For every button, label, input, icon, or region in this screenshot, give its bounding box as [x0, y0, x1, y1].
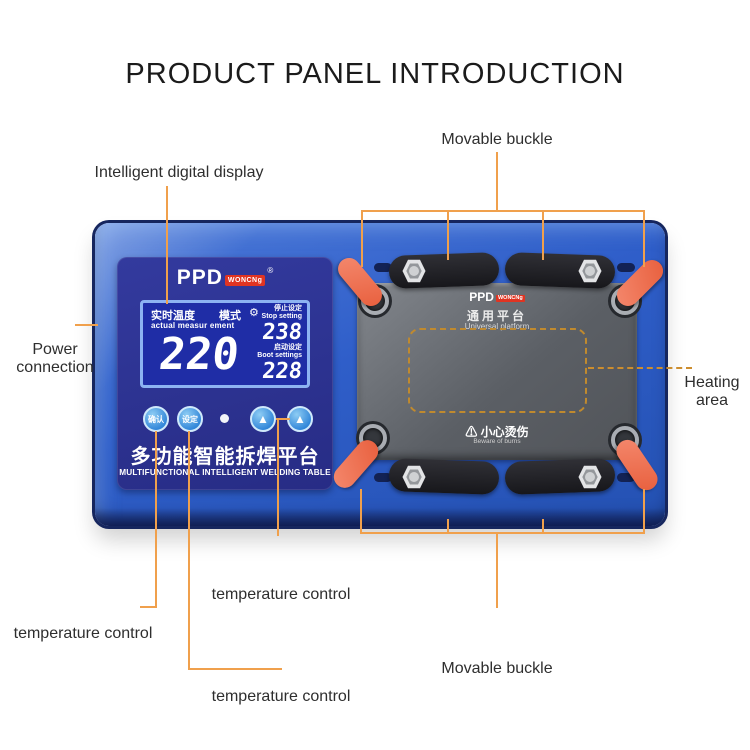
rail-slot	[374, 473, 392, 482]
panel-title-cn: 多功能智能拆焊平台	[130, 446, 320, 468]
confirm-button: 确认	[143, 406, 169, 432]
buckle-hex-nut	[402, 465, 426, 489]
label-heating-line2: area	[695, 392, 729, 409]
stop-setting-label-cn: 停止设定	[274, 305, 302, 312]
corner-handle-bottom-left	[329, 435, 383, 493]
label-movable-buckle-bottom: Movable buckle	[441, 660, 553, 677]
temp-up-button-left: ▲	[250, 406, 276, 432]
brand-name: PPD	[176, 266, 223, 289]
label-temperature-control-middle: temperature control	[211, 586, 351, 603]
label-movable-buckle-top: Movable buckle	[441, 131, 553, 148]
warning-text-cn: 小心烫伤	[480, 425, 529, 439]
stop-setting-label-en: Stop setting	[261, 313, 302, 320]
platform-brand-badge: WONCNg	[495, 295, 525, 302]
leader-line	[542, 519, 544, 534]
leader-line	[542, 210, 544, 260]
universal-platform-label-cn: 通用平台	[466, 309, 527, 323]
boot-setting-label-cn: 启动设定	[274, 344, 302, 351]
page-title: PRODUCT PANEL INTRODUCTION	[125, 58, 625, 90]
heating-area-outline	[408, 328, 587, 413]
rail-slot	[617, 473, 635, 482]
buckle-hex-nut	[402, 259, 426, 283]
leader-line	[277, 419, 279, 536]
warning-triangle-icon: ⚠	[465, 425, 478, 439]
platform-brand-logo: PPD WONCNg	[357, 291, 637, 303]
leader-line	[496, 152, 498, 210]
label-intelligent-digital-display: Intelligent digital display	[94, 164, 264, 181]
burn-warning: ⚠ 小心烫伤	[357, 423, 637, 440]
universal-platform-label-en: Universal platform	[464, 322, 530, 331]
leader-line	[360, 489, 362, 534]
brand-badge: WONCNg	[224, 275, 266, 286]
label-heating-area: Heating area	[684, 374, 739, 410]
leader-line	[496, 532, 498, 608]
rail-slot	[374, 263, 392, 272]
brand-logo: PPD WONCNg ®	[117, 266, 333, 289]
indicator-dot	[220, 414, 229, 423]
boot-setting-value: 228	[260, 359, 304, 384]
heating-platform-plate: PPD WONCNg 通用平台 Universal platform ⚠ 小心烫…	[357, 283, 639, 460]
leader-line	[188, 431, 190, 670]
leader-line	[155, 431, 157, 608]
boot-setting-label-en: Boot settings	[257, 352, 302, 359]
welding-table-device: PPD WONCNg ® 实时温度 模式 ⚙ actual measur eme…	[95, 223, 668, 526]
leader-line	[447, 519, 449, 534]
realtime-temp-label-cn: 实时温度	[151, 310, 195, 322]
label-temperature-control-left: temperature control	[13, 625, 153, 642]
buckle-hex-nut	[578, 259, 602, 283]
lcd-display: 实时温度 模式 ⚙ actual measur ement 220 停止设定 S…	[140, 300, 310, 388]
leader-line	[643, 210, 645, 267]
leader-line	[361, 210, 645, 212]
current-temperature-value: 220	[156, 329, 242, 380]
label-temperature-control-bottom: temperature control	[211, 688, 351, 705]
registered-mark: ®	[267, 266, 274, 275]
set-button: 设定	[177, 406, 203, 432]
mode-label-cn: 模式	[219, 310, 241, 322]
leader-line	[276, 418, 290, 420]
leader-line	[360, 532, 645, 534]
label-power-connection: Power connection	[16, 341, 93, 377]
label-power-line2: connection	[16, 359, 94, 376]
leader-line	[447, 210, 449, 260]
mode-gear-icon: ⚙	[249, 307, 259, 319]
control-panel: PPD WONCNg ® 实时温度 模式 ⚙ actual measur eme…	[117, 257, 333, 490]
leader-line	[643, 489, 645, 534]
setting-readouts: 停止设定 Stop setting 238 启动设定 Boot settings…	[244, 305, 304, 384]
heating-area-dashed-leader	[588, 367, 692, 369]
leader-line	[166, 186, 168, 304]
buckle-hex-nut	[578, 465, 602, 489]
label-heating-line1: Heating	[684, 374, 740, 391]
warning-text-en: Beware of burns	[473, 438, 521, 445]
stop-setting-value: 238	[260, 320, 304, 345]
leader-line	[361, 210, 363, 267]
platform-brand-name: PPD	[469, 290, 494, 304]
rail-slot	[617, 263, 635, 272]
temp-up-button-right: ▲	[287, 406, 313, 432]
panel-title-en: MULTIFUNCTIONAL INTELLIGENT WELDING TABL…	[119, 468, 331, 477]
realtime-temp-label-en: actual measur ement	[151, 321, 235, 330]
label-power-line1: Power	[32, 341, 78, 358]
corner-handle-bottom-right	[612, 435, 662, 495]
leader-line	[75, 324, 98, 326]
leader-line	[140, 606, 157, 608]
leader-line	[188, 668, 282, 670]
